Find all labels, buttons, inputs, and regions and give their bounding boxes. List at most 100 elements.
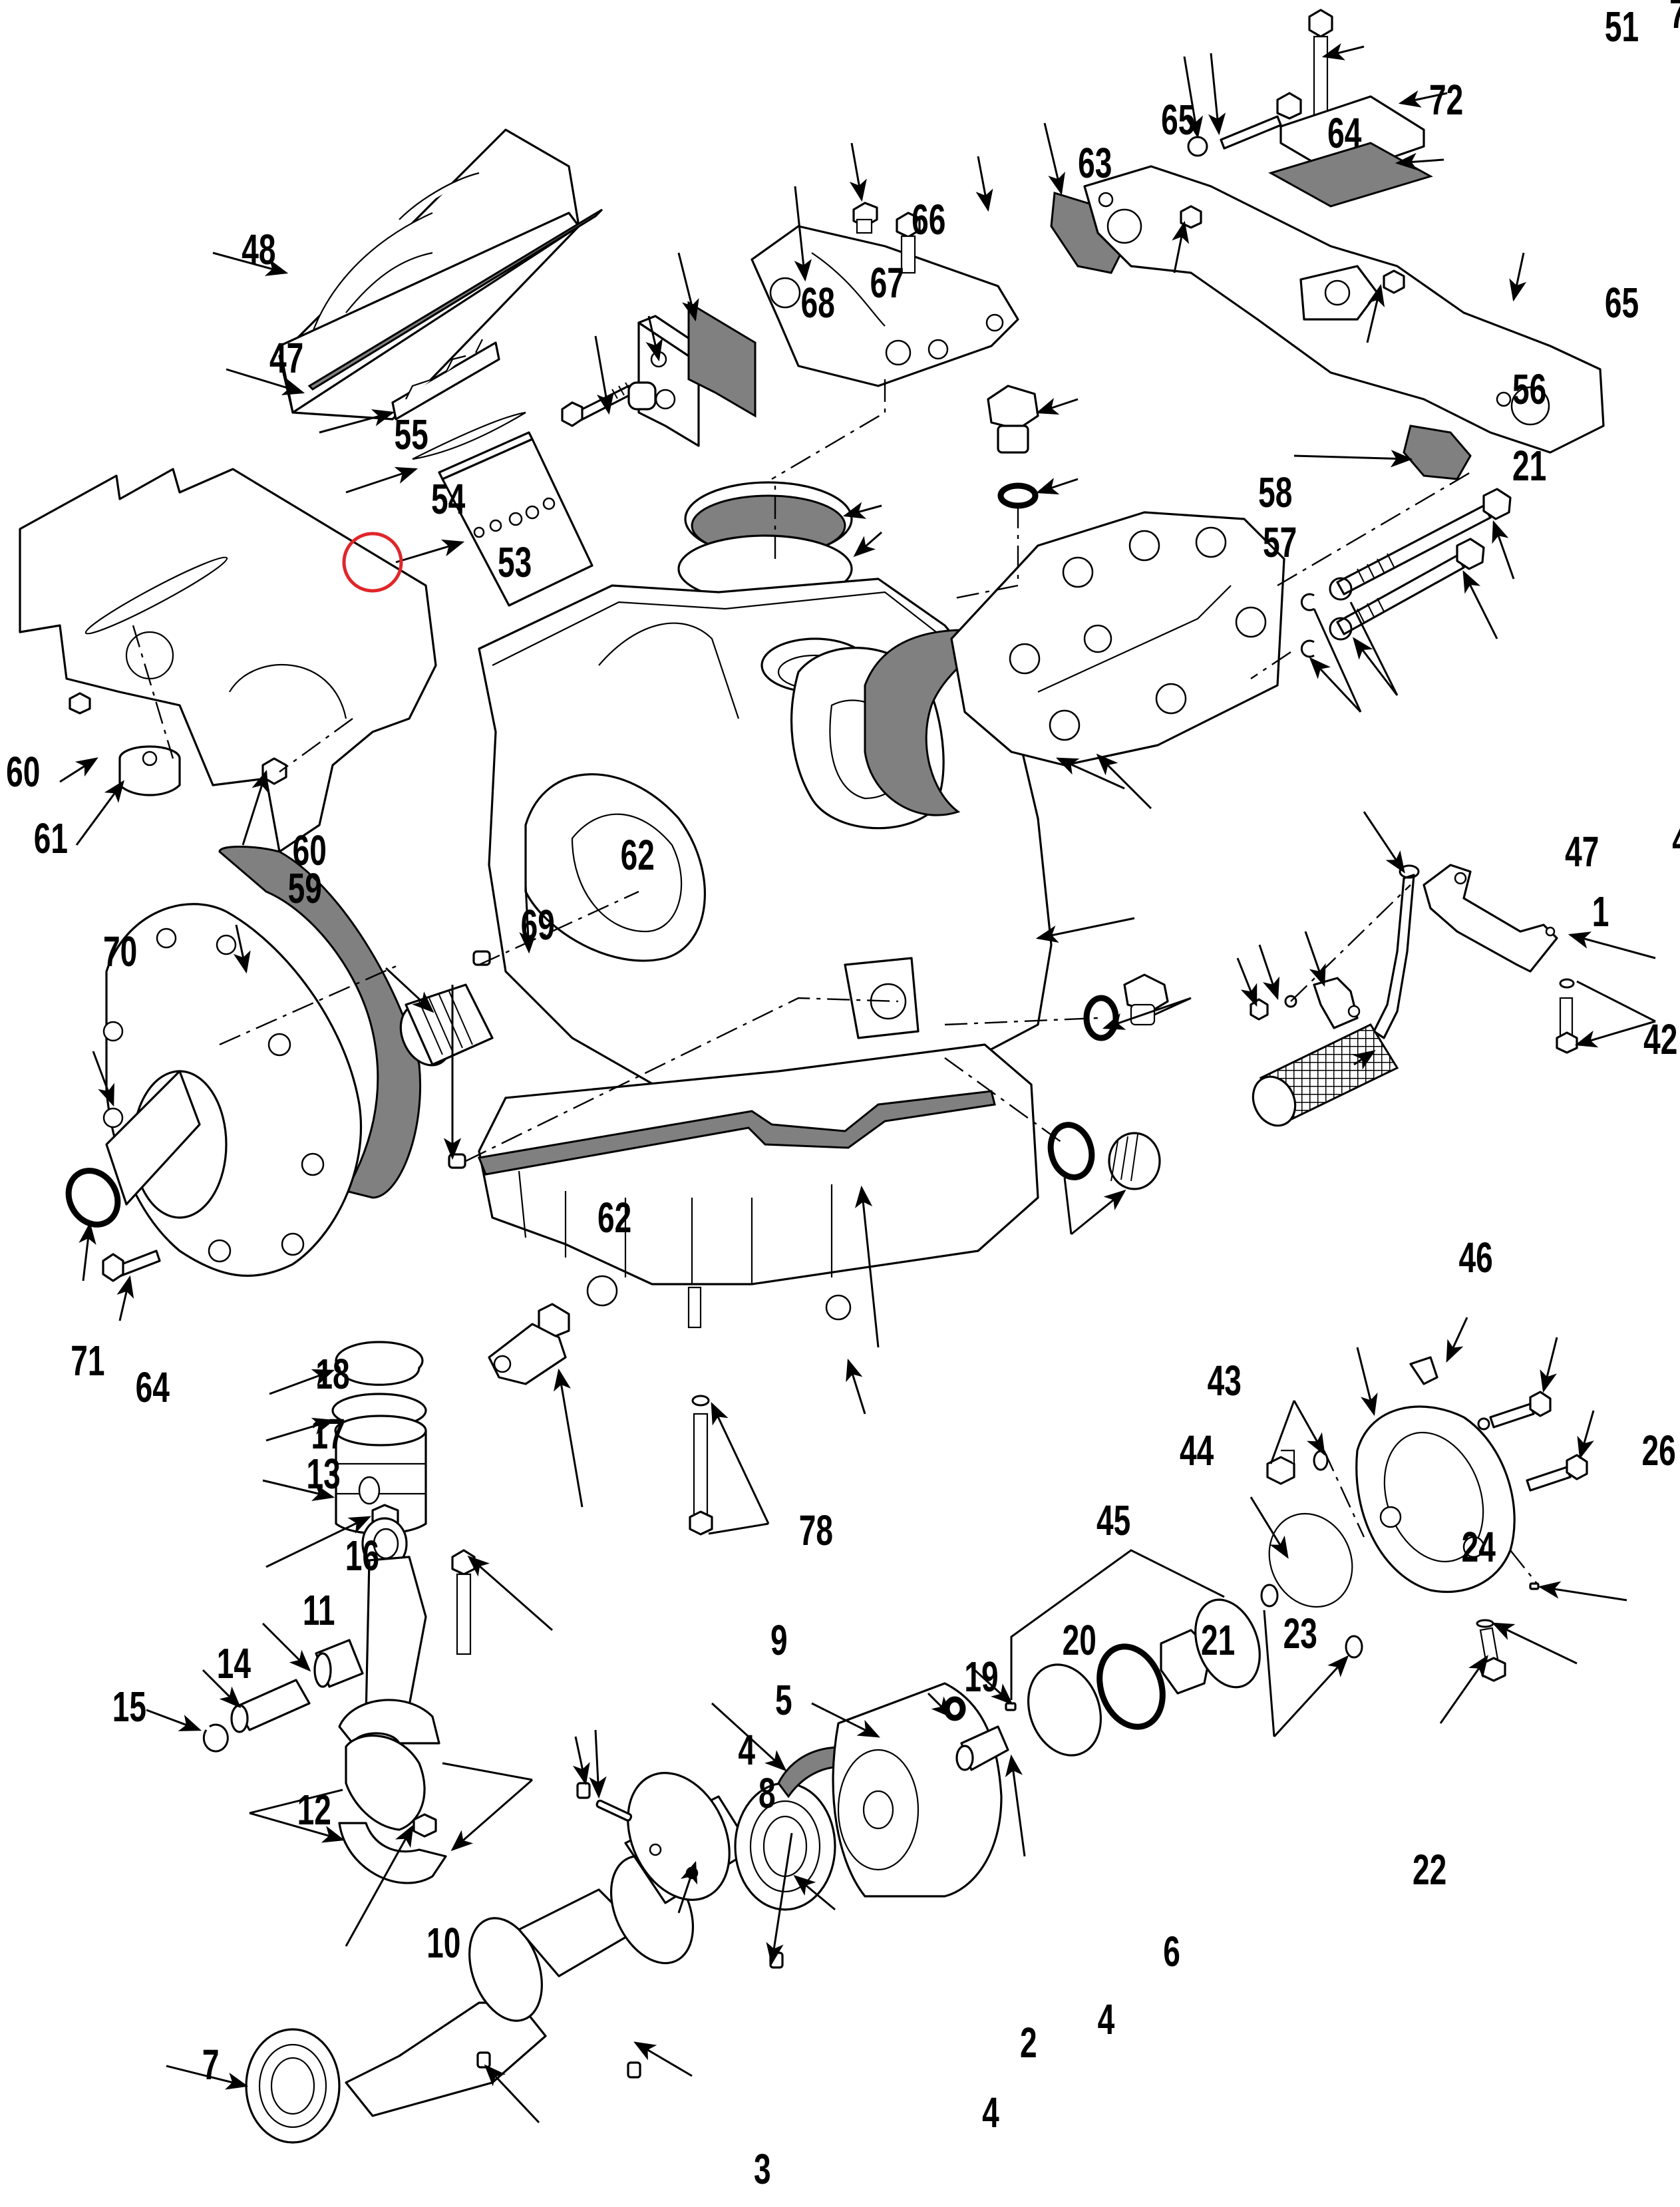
callout-43[interactable]: 43 [1208, 1357, 1242, 1404]
callout-57[interactable]: 57 [1263, 518, 1297, 566]
callout-72-top[interactable]: 72 [1429, 76, 1463, 123]
main-bearing-6 [734, 1782, 836, 1911]
gasket-66 [687, 301, 756, 418]
fitting-78 [488, 1303, 570, 1385]
callout-56[interactable]: 56 [1512, 365, 1546, 413]
valve-seal [412, 411, 526, 460]
callout-12[interactable]: 12 [297, 1786, 331, 1833]
callout-18[interactable]: 18 [315, 1350, 349, 1397]
callout-69[interactable]: 69 [521, 901, 555, 948]
callout-15[interactable]: 15 [112, 1683, 146, 1730]
callout-64-left[interactable]: 64 [136, 1363, 170, 1411]
callout-7[interactable]: 7 [202, 2041, 220, 2088]
head-gasket-upper [307, 208, 603, 391]
callout-8[interactable]: 8 [758, 1769, 776, 1816]
callout-66[interactable]: 66 [912, 196, 945, 243]
callout-26[interactable]: 26 [1641, 1427, 1675, 1474]
cylinder-liner [438, 431, 593, 607]
callout-62-bottom[interactable]: 62 [597, 1194, 631, 1241]
discharge-manifold-63 [751, 225, 1019, 387]
strainer-35 [1252, 1023, 1399, 1127]
oil-pump-kit-24 [1010, 1549, 1261, 1757]
callout-21-top[interactable]: 21 [1512, 442, 1546, 489]
callout-42[interactable]: 42 [1643, 1015, 1677, 1063]
bolt-33 [1477, 1391, 1552, 1431]
callout-48-side[interactable]: 48 [1672, 816, 1680, 863]
callout-4-a[interactable]: 4 [738, 1726, 755, 1773]
callout-47[interactable]: 47 [269, 334, 303, 381]
connecting-rod [338, 1517, 447, 1884]
callout-24[interactable]: 24 [1462, 1523, 1496, 1570]
callout-3[interactable]: 3 [754, 2145, 771, 2192]
gasket-77 [1268, 142, 1433, 208]
callout-61[interactable]: 61 [34, 814, 68, 862]
callout-23[interactable]: 23 [1283, 1610, 1317, 1657]
callout-5[interactable]: 5 [775, 1676, 792, 1723]
callout-59[interactable]: 59 [288, 864, 322, 912]
o-ring-25-b [1345, 1635, 1363, 1659]
relief-valve-27 [1266, 1449, 1329, 1485]
callout-17[interactable]: 17 [311, 1410, 345, 1457]
callout-1[interactable]: 1 [1592, 888, 1609, 935]
plug-46 [1108, 1132, 1161, 1190]
plug-65-top [852, 202, 878, 234]
callout-13[interactable]: 13 [306, 1450, 340, 1497]
washer-39 [1284, 995, 1297, 1008]
callout-78[interactable]: 78 [799, 1506, 833, 1554]
callout-labels: 48 47 55 54 53 68 67 66 63 65 64 72 51 7… [6, 0, 1680, 2193]
callout-60-left[interactable]: 60 [6, 748, 40, 795]
callout-48[interactable]: 48 [242, 226, 275, 273]
o-ring-46 [1047, 1122, 1095, 1180]
piston-13 [334, 1415, 427, 1535]
pickup-tube-36 [1373, 874, 1415, 1039]
bushing-11 [313, 1639, 364, 1688]
cover-gasket-59 [218, 846, 422, 1199]
valve-61 [118, 745, 181, 796]
callout-60-right[interactable]: 60 [293, 826, 327, 874]
pin-29 [1529, 1582, 1540, 1590]
callout-47-side[interactable]: 47 [1565, 828, 1599, 875]
callout-53[interactable]: 53 [498, 538, 532, 586]
callout-51-top[interactable]: 51 [1605, 3, 1639, 50]
callout-6[interactable]: 6 [1163, 1928, 1180, 1975]
bolt-30 [1479, 1627, 1506, 1682]
callout-65-left[interactable]: 65 [1605, 279, 1639, 326]
callout-11[interactable]: 11 [303, 1586, 335, 1633]
bolt-32 [1526, 1454, 1588, 1492]
callout-71[interactable]: 71 [71, 1337, 104, 1384]
callout-68[interactable]: 68 [801, 279, 835, 326]
callout-16[interactable]: 16 [345, 1532, 379, 1579]
callout-44[interactable]: 44 [1180, 1427, 1214, 1474]
washer-51-a [1329, 577, 1353, 601]
bearing-shell-12 [345, 1735, 426, 1831]
callout-73[interactable]: 73 [1669, 0, 1680, 37]
callout-58[interactable]: 58 [1258, 468, 1292, 516]
callout-63[interactable]: 63 [1078, 139, 1112, 186]
callout-62-top[interactable]: 62 [621, 831, 655, 878]
assembly-center-lines [132, 379, 1538, 1584]
valve-plate-assembly [391, 339, 500, 421]
callout-10[interactable]: 10 [426, 1919, 460, 1966]
callout-65-top[interactable]: 65 [1161, 96, 1195, 143]
callout-9[interactable]: 9 [770, 1616, 788, 1663]
callout-20[interactable]: 20 [1063, 1616, 1096, 1663]
drive-coupling-22 [955, 1725, 1009, 1771]
callout-67[interactable]: 67 [870, 259, 904, 306]
callout-22[interactable]: 22 [1413, 1846, 1446, 1893]
callout-21-bottom[interactable]: 21 [1201, 1616, 1235, 1663]
nut-38 [1250, 998, 1269, 1021]
callout-14[interactable]: 14 [217, 1639, 251, 1687]
callout-54[interactable]: 54 [431, 475, 465, 522]
callout-4-b[interactable]: 4 [1098, 1995, 1115, 2043]
callout-19[interactable]: 19 [964, 1653, 998, 1700]
callout-55[interactable]: 55 [394, 411, 428, 458]
plug-4-a [576, 1782, 591, 1799]
callout-2[interactable]: 2 [1020, 2019, 1037, 2066]
callout-46[interactable]: 46 [1458, 1234, 1492, 1281]
callout-4-c[interactable]: 4 [982, 2089, 999, 2136]
pump-housing-20 [832, 1682, 1003, 1898]
callout-45[interactable]: 45 [1096, 1496, 1130, 1544]
cylinder-head-side [950, 511, 1285, 766]
callout-64-top[interactable]: 64 [1327, 109, 1361, 156]
callout-70[interactable]: 70 [103, 928, 137, 975]
